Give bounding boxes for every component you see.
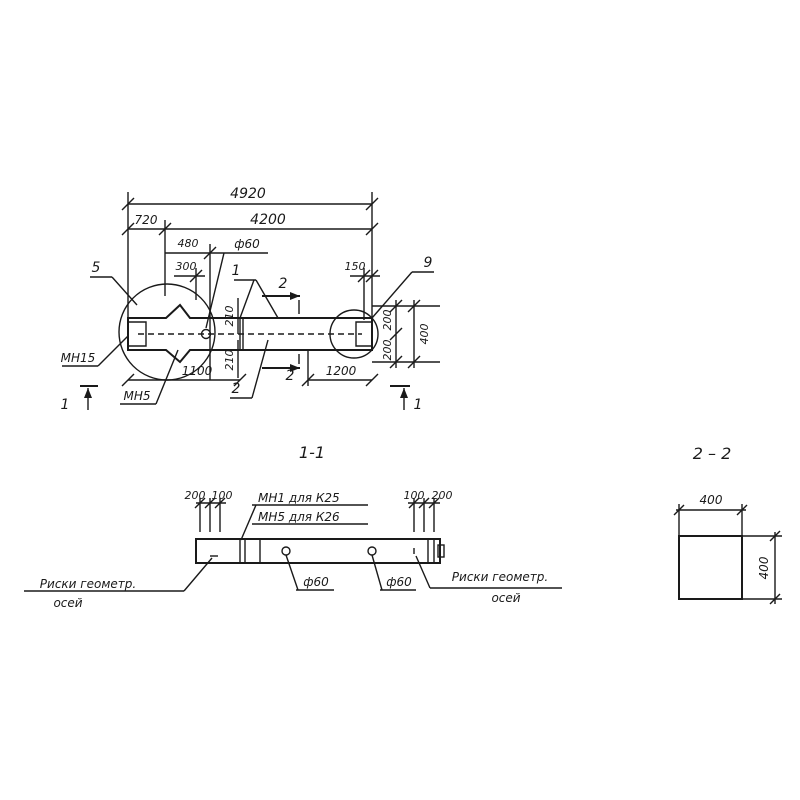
note-mh1: МН1 для К25 [258,491,340,505]
dim-200-right: 200 [432,489,453,502]
label-mh15: МН15 [61,351,96,365]
note-mh5: МН5 для К26 [258,510,340,524]
hole-2 [367,546,377,556]
risk-label-left-1: Риски геометр. [40,577,136,591]
section-2-2: 2 – 2 400 400 [673,444,782,605]
dim-200-left: 200 [185,489,206,502]
dim-300: 300 [176,260,197,273]
callout-1: 1 [232,263,241,279]
dim-400-plan: 400 [418,324,431,345]
callout-5: 5 [92,260,101,276]
dim-100-left: 100 [212,489,233,502]
hole-plan [200,328,212,340]
dim-200-top: 200 [381,310,394,331]
dim-4200: 4200 [250,212,286,228]
hole-1-label: ф60 [303,575,329,589]
section-marker-1-left: 1 [61,397,70,413]
dim-210-bottom: 210 [223,350,236,371]
dim-200-bottom: 200 [381,340,394,361]
risk-label-right-1: Риски геометр. [452,570,548,584]
dim-1100: 1100 [182,364,213,378]
dim-400-width: 400 [700,493,723,507]
dim-100-right: 100 [404,489,425,502]
label-mh5: МН5 [123,389,150,403]
section-marker-2-bottom: 2 [286,368,295,384]
plan-view: 4920 720 4200 480 ф60 300 [61,186,440,413]
risk-label-left-2: осей [53,596,82,610]
dim-480: 480 [178,237,199,250]
dim-720: 720 [135,213,158,227]
detail-circle-9 [329,309,379,359]
section-2-2-title: 2 – 2 [693,444,732,463]
dim-4920: 4920 [230,186,266,202]
section-1-1: 1-1 200 100 МН1 для К25 МН5 для К26 [24,443,562,610]
dim-400-height: 400 [757,556,771,579]
section-1-1-title: 1-1 [299,443,325,462]
dim-150: 150 [345,260,366,273]
cross-section-square [678,535,743,600]
risk-label-right-2: осей [491,591,520,605]
dim-hole-plan: ф60 [234,237,260,251]
section-marker-2-top: 2 [279,276,288,292]
hole-2-label: ф60 [386,575,412,589]
hole-1 [281,546,291,556]
section-marker-1-right: 1 [414,397,423,413]
dim-210-top: 210 [223,306,236,327]
callout-9: 9 [424,255,433,271]
callout-2-plate: 2 [232,381,241,397]
dim-1200: 1200 [326,364,357,378]
